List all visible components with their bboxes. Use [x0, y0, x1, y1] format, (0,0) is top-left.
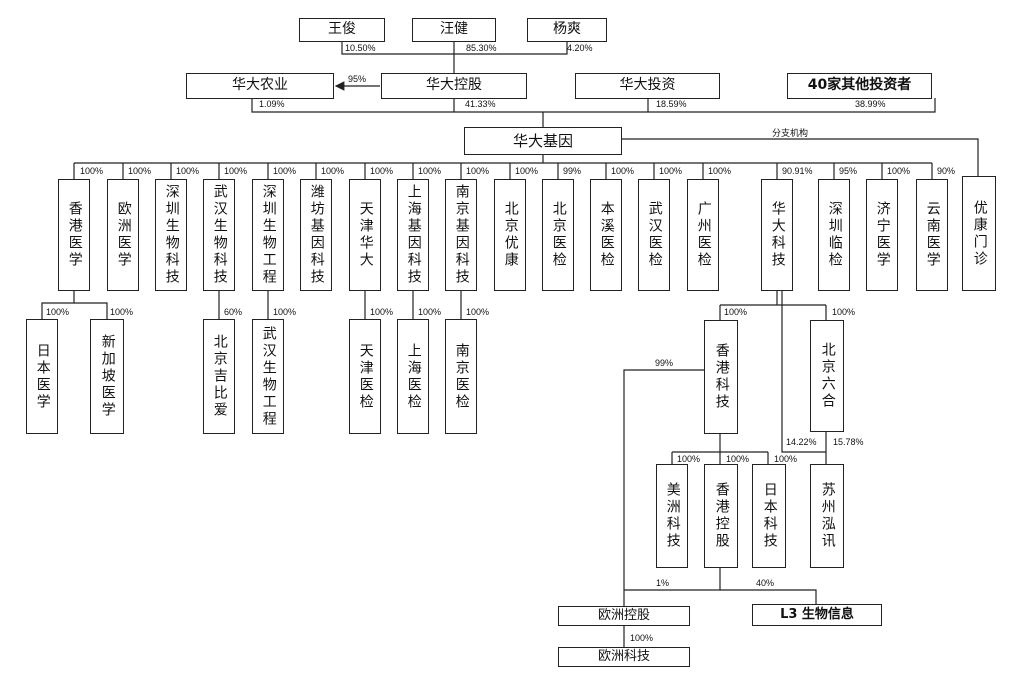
pct-bj-youkang: 100%	[515, 166, 539, 176]
entity-sz-linjian: 深圳临检	[818, 179, 850, 291]
entity-jining-yixue: 济宁医学	[866, 179, 898, 291]
pct-sz-shengwu-gongcheng: 100%	[273, 166, 297, 176]
pct-sh-jiyin: 100%	[418, 166, 442, 176]
pct-eu-keji: 100%	[630, 633, 654, 643]
shareholder-wang-jian: 汪健	[412, 18, 496, 42]
entity-hk-yixue: 香港医学	[58, 179, 90, 291]
entity-sh-yijian: 上海医检	[397, 319, 429, 434]
pct-sh-yijian: 100%	[418, 307, 442, 317]
pct-wang-jian: 85.30%	[466, 43, 497, 53]
branch-label: 分支机构	[772, 128, 809, 138]
entity-suzhou-hongxun: 苏州泓讯	[810, 464, 844, 568]
entity-eu-konggu: 欧洲控股	[558, 606, 690, 626]
pct-eu-konggu-1: 1%	[656, 578, 670, 588]
entity-weifang-jiyin: 潍坊基因科技	[300, 179, 332, 291]
entity-sh-jiyin-keji: 上海基因科技	[397, 179, 429, 291]
pct-yang-shuang: 4.20%	[567, 43, 593, 53]
pct-jp-keji: 100%	[774, 454, 798, 464]
pct-us-keji: 100%	[677, 454, 701, 464]
pct-hk-keji: 100%	[724, 307, 748, 317]
entity-us-keji: 美洲科技	[656, 464, 688, 568]
entity-wh-shengwu-keji: 武汉生物科技	[203, 179, 235, 291]
pct-nongye: 95%	[348, 74, 367, 84]
pct-benxi: 100%	[611, 166, 635, 176]
pct-nj-yijian: 100%	[466, 307, 490, 317]
pct-touzi-to-jiyin: 18.59%	[656, 99, 687, 109]
pct-sz-linjian: 95%	[839, 166, 858, 176]
entity-wh-shengwu-gongcheng: 武汉生物工程	[252, 319, 284, 434]
entity-huada-konggu: 华大控股	[381, 73, 527, 99]
entity-huada-touzi: 华大投资	[575, 73, 720, 99]
pct-bj-liuhe: 100%	[832, 307, 856, 317]
entity-jp-keji: 日本科技	[752, 464, 786, 568]
shareholder-yang-shuang: 杨爽	[527, 18, 607, 42]
entity-huada-nongye: 华大农业	[186, 73, 334, 99]
entity-bj-jibiai: 北京吉比爱	[203, 319, 235, 434]
entity-bj-liuhe: 北京六合	[810, 320, 844, 432]
entity-yunnan-yixue: 云南医学	[916, 179, 948, 291]
entity-ouzhou-yixue: 欧洲医学	[107, 179, 139, 291]
entity-wh-yijian: 武汉医检	[638, 179, 670, 291]
shareholder-wang-jun: 王俊	[299, 18, 385, 42]
pct-ouzhou-yixue: 100%	[128, 166, 152, 176]
entity-gz-yijian: 广州医检	[687, 179, 719, 291]
entity-l3: L3 生物信息	[752, 604, 882, 626]
entity-sg-yixue: 新加坡医学	[90, 319, 124, 434]
entity-eu-keji: 欧洲科技	[558, 647, 690, 667]
pct-nj-jiyin: 100%	[466, 166, 490, 176]
pct-jining: 100%	[887, 166, 911, 176]
entity-other-investors: 40家其他投资者	[787, 73, 932, 99]
pct-hk-yixue: 100%	[80, 166, 104, 176]
entity-benxi-yijian: 本溪医检	[590, 179, 622, 291]
entity-bj-yijian: 北京医检	[542, 179, 574, 291]
entity-hk-konggu: 香港控股	[704, 464, 738, 568]
pct-wang-jun: 10.50%	[345, 43, 376, 53]
pct-suzhou-1422: 14.22%	[786, 437, 817, 447]
pct-bj-jibiai: 60%	[224, 307, 243, 317]
pct-wh-gongcheng: 100%	[273, 307, 297, 317]
pct-others-to-jiyin: 38.99%	[855, 99, 886, 109]
pct-eu-konggu-99: 99%	[655, 358, 674, 368]
pct-l3-40: 40%	[756, 578, 775, 588]
pct-konggu-to-jiyin: 41.33%	[465, 99, 496, 109]
pct-nongye-to-jiyin: 1.09%	[259, 99, 285, 109]
pct-yunnan: 90%	[937, 166, 956, 176]
pct-huada-keji: 90.91%	[782, 166, 813, 176]
pct-gz-yijian: 100%	[708, 166, 732, 176]
entity-huada-jiyin: 华大基因	[464, 127, 622, 155]
entity-nj-jiyin-keji: 南京基因科技	[445, 179, 477, 291]
entity-sz-shengwu-keji: 深圳生物科技	[155, 179, 187, 291]
pct-weifang: 100%	[321, 166, 345, 176]
pct-tj-yijian: 100%	[370, 307, 394, 317]
entity-huada-keji: 华大科技	[761, 179, 793, 291]
pct-sz-shengwu-keji: 100%	[176, 166, 200, 176]
entity-youkang-menzhen: 优康门诊	[962, 176, 996, 291]
pct-wh-yijian: 100%	[659, 166, 683, 176]
entity-nj-yijian: 南京医检	[445, 319, 477, 434]
entity-sz-shengwu-gongcheng: 深圳生物工程	[252, 179, 284, 291]
entity-jp-yixue: 日本医学	[26, 319, 58, 434]
entity-hk-keji: 香港科技	[704, 320, 738, 434]
entity-bj-youkang: 北京优康	[494, 179, 526, 291]
pct-tj-huada: 100%	[370, 166, 394, 176]
pct-bj-yijian: 99%	[563, 166, 582, 176]
pct-jp-yixue: 100%	[46, 307, 70, 317]
entity-tj-huada: 天津华大	[349, 179, 381, 291]
pct-sg-yixue: 100%	[110, 307, 134, 317]
pct-wh-shengwu-keji: 100%	[224, 166, 248, 176]
pct-hk-konggu: 100%	[726, 454, 750, 464]
entity-tj-yijian: 天津医检	[349, 319, 381, 434]
pct-suzhou-1578: 15.78%	[833, 437, 864, 447]
